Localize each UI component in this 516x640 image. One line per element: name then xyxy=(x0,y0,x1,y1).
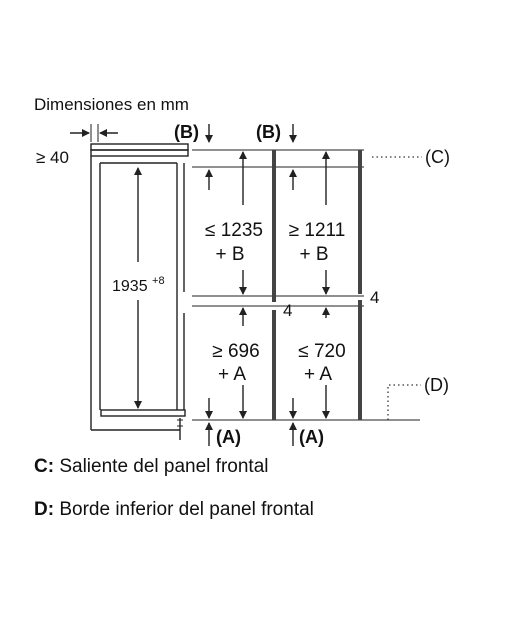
lower-left-arrows xyxy=(205,385,247,446)
height-main: 1935 xyxy=(112,278,148,295)
upper-right-line-2: + B xyxy=(299,244,328,265)
legend-c-text: Saliente del panel frontal xyxy=(59,456,269,477)
door-panels xyxy=(272,150,362,420)
gap-right: 4 xyxy=(370,288,379,307)
height-tolerance: +8 xyxy=(152,275,165,287)
legend-d: D: Borde inferior del panel frontal xyxy=(34,499,314,521)
lower-right-line-2: + A xyxy=(304,364,332,385)
upper-left-arrows xyxy=(205,151,250,326)
lower-right-line-1: ≤ 720 xyxy=(298,341,345,362)
reference-lines xyxy=(192,149,420,421)
b-marker-right: (B) xyxy=(256,122,281,142)
appliance-outline xyxy=(90,143,189,440)
d-marker: (D) xyxy=(424,375,449,395)
upper-right-arrows xyxy=(289,151,334,297)
legend-c-key: C: xyxy=(34,456,55,477)
upper-right-line-1: ≥ 1211 xyxy=(289,220,346,241)
height-value: 1935 +8 xyxy=(112,275,165,295)
lower-left-line-2: + A xyxy=(218,364,246,385)
legend-d-text: Borde inferior del panel frontal xyxy=(59,499,314,520)
a-marker-left: (A) xyxy=(216,427,241,447)
a-marker-right: (A) xyxy=(299,427,324,447)
gap-left: 4 xyxy=(283,301,292,320)
b-marker-left: (B) xyxy=(174,122,199,142)
legend-c: C: Saliente del panel frontal xyxy=(34,456,269,478)
c-marker: (C) xyxy=(425,147,450,167)
legend-d-key: D: xyxy=(34,499,55,520)
diagram-title: Dimensiones en mm xyxy=(34,95,189,114)
upper-left-line-2: + B xyxy=(215,244,244,265)
min-depth-label: ≥ 40 xyxy=(36,148,69,167)
lower-left-line-1: ≥ 696 xyxy=(212,341,259,362)
lower-right-arrows xyxy=(289,307,330,446)
depth-arrows xyxy=(70,124,118,142)
upper-left-line-1: ≤ 1235 xyxy=(205,220,263,241)
